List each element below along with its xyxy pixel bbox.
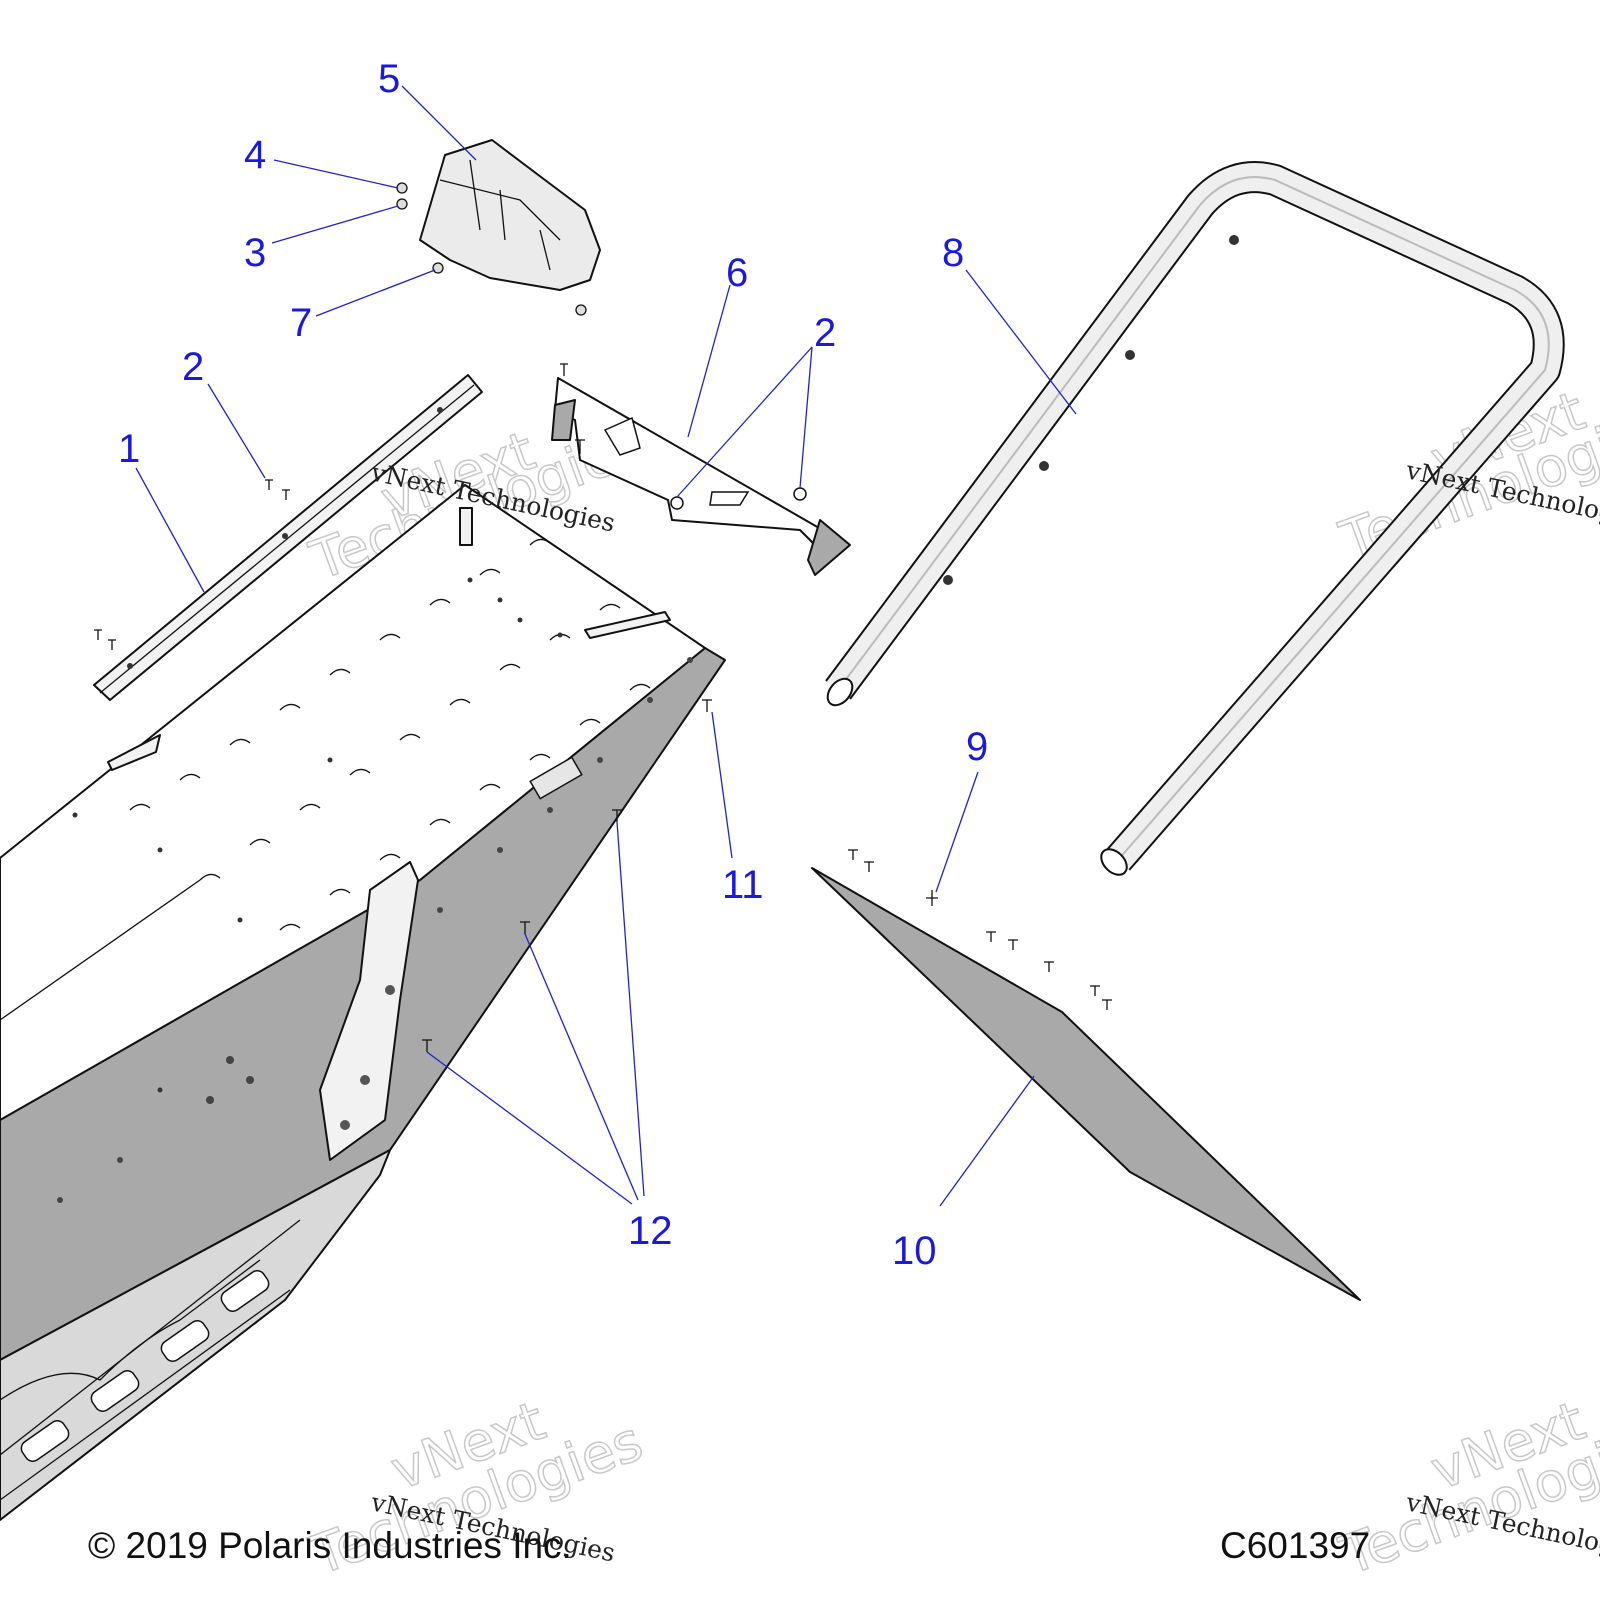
part-12-bolt (612, 809, 622, 822)
callout-12: 12 (628, 1209, 673, 1253)
callout-5: 5 (378, 57, 400, 101)
callout-6: 6 (726, 251, 748, 295)
callout-4: 4 (244, 133, 266, 177)
callout-3: 3 (244, 231, 266, 275)
callout-10: 10 (892, 1229, 937, 1273)
part-1-rail (93, 374, 483, 701)
part-6-bracket (551, 363, 851, 576)
part-4-nut (396, 182, 408, 194)
callout-8: 8 (942, 231, 964, 275)
part-7-fastener (432, 262, 444, 274)
callout-9: 9 (966, 725, 988, 769)
part-3-washer (396, 198, 408, 210)
part-8-grab-handle (825, 161, 1565, 876)
callout-11: 11 (722, 863, 764, 907)
callouts: 5 4 3 7 6 2 2 1 8 9 11 12 10 (118, 57, 988, 1273)
part-12-bolt (520, 921, 530, 934)
part-5-cover (396, 139, 601, 316)
copyright-text: © 2019 Polaris Industries Inc. (88, 1525, 572, 1566)
callout-1: 1 (118, 427, 140, 471)
part-11-bolt (702, 699, 712, 712)
callout-2-left: 2 (182, 345, 204, 389)
bolts (94, 479, 712, 1052)
tunnel-body (0, 484, 726, 1521)
callout-2-right: 2 (814, 311, 836, 355)
part-12-bolt (422, 1039, 432, 1052)
callout-7: 7 (290, 301, 312, 345)
drawing-number: C601397 (1220, 1525, 1370, 1566)
part-10-flap (811, 849, 1361, 1301)
leader-lines (135, 85, 1077, 1207)
